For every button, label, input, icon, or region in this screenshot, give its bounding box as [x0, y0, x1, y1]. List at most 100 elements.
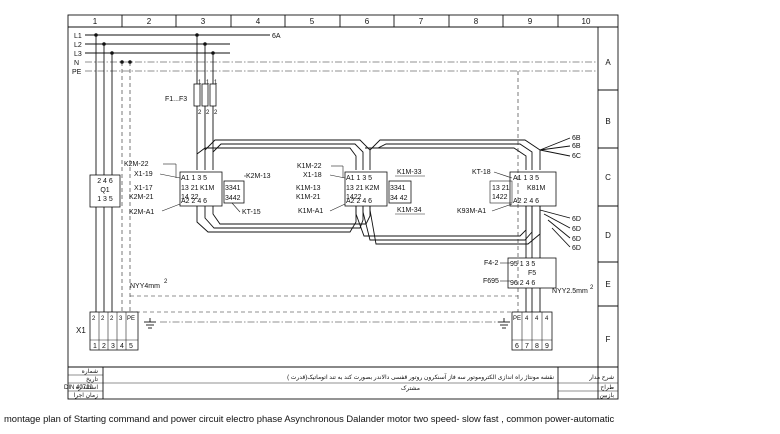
fuse-label: F1...F3 — [165, 96, 187, 103]
k81m-bottom-terminals: A2 2 4 6 — [513, 198, 539, 205]
output-wires — [122, 71, 541, 313]
row-label: F — [606, 335, 611, 344]
k2m-aux-block — [388, 180, 412, 204]
title-standard-code: DIN 40719 — [64, 385, 93, 391]
k1m-ref: K2M-13 — [246, 173, 271, 180]
earth-icon — [144, 318, 156, 329]
k1m-aux-top: 13 21 — [181, 185, 199, 192]
k81m-ref: KT-18 — [472, 169, 491, 176]
k1m-bottom-terminals: A2 2 4 6 — [181, 198, 207, 205]
terminal-number: 6 — [515, 343, 519, 350]
line-label-n: N — [74, 60, 79, 67]
f5-ref-bottom: F695 — [483, 278, 499, 285]
terminal-top: 2 — [110, 316, 114, 322]
column-label: 1 — [93, 17, 98, 26]
k1m-ref-leaders — [159, 163, 246, 213]
terminal-number: 8 — [535, 343, 539, 350]
line-label-l1: L1 — [74, 33, 82, 40]
fuse-terminal-top: 1 — [214, 80, 218, 86]
column-label: 2 — [147, 17, 152, 26]
k1m-ref: X1-19 — [134, 171, 153, 178]
motor-lead-label: 6D — [572, 236, 581, 243]
terminal-strip-right — [511, 311, 553, 351]
k2m-ref: K1M-33 — [397, 169, 422, 176]
fuse-terminal-bottom: 2 — [206, 110, 210, 116]
k2m-ref-leaders — [329, 165, 425, 215]
terminal-top: 3 — [119, 316, 123, 322]
terminal-number: 4 — [120, 343, 124, 350]
line-label-l2: L2 — [74, 42, 82, 49]
q1-top-terminals: 2 4 6 — [97, 178, 113, 185]
k1m-aux-block — [223, 180, 245, 204]
terminal-strip-name: X1 — [76, 326, 86, 335]
cable-label-right-sup: 2 — [590, 285, 594, 291]
q1-bottom-terminals: 1 3 5 — [97, 196, 113, 203]
k2m-aux-bottom: 1422 — [346, 194, 362, 201]
sheet-frame — [67, 14, 619, 400]
k1m-aux-bottom: 14 22 — [181, 194, 199, 201]
terminal-top: 2 — [92, 316, 96, 322]
k2m-name: K2M — [365, 185, 380, 192]
k81m-aux-top: 13 21 — [492, 185, 510, 192]
title-col-number: شماره — [82, 368, 98, 375]
q1-name: Q1 — [100, 187, 109, 194]
title-side-heading: شرح مدار — [588, 374, 614, 381]
terminal-top: PE — [127, 316, 135, 322]
column-labels: 1 2 3 4 5 6 7 8 9 10 — [93, 17, 591, 26]
k2m-ref: K1M-A1 — [298, 208, 323, 215]
motor-lead-label: 6C — [572, 153, 581, 160]
terminal-number: 2 — [102, 343, 106, 350]
cable-label-left-sup: 2 — [164, 279, 168, 285]
row-label: A — [605, 58, 611, 67]
terminal-strip-left — [89, 311, 139, 351]
k2m-top-terminals: A1 1 3 5 — [346, 175, 372, 182]
crossover-wiring-bottom — [196, 206, 571, 258]
k2m-ref: K1M-13 — [296, 185, 321, 192]
k2m-ref: K1M-22 — [297, 163, 322, 170]
motor-lead-label: 6D — [572, 226, 581, 233]
row-labels: A B C D E F — [605, 58, 611, 344]
column-label: 3 — [201, 17, 206, 26]
terminal-top: 4 — [525, 316, 529, 322]
column-label: 7 — [419, 17, 424, 26]
k2m-ref: K1M-34 — [397, 207, 422, 214]
k2m-aux-block-bottom: 34 42 — [390, 195, 408, 202]
terminal-number: 5 — [129, 343, 133, 350]
terminal-number: 1 — [93, 343, 97, 350]
row-dividers — [598, 89, 618, 307]
k81m-ref: K93M-A1 — [457, 208, 486, 215]
terminal-number: 7 — [525, 343, 529, 350]
terminal-top: 4 — [535, 316, 539, 322]
column-label: 4 — [256, 17, 261, 26]
k1m-contactor — [179, 171, 223, 207]
k2m-contactor — [344, 171, 388, 207]
motor-lead-label: 6D — [572, 216, 581, 223]
row-label: C — [605, 173, 611, 182]
cable-label-right: NYY2.5mm — [552, 288, 588, 295]
column-label: 6 — [365, 17, 370, 26]
k1m-ref: X1-17 — [134, 185, 153, 192]
line-label-l3: L3 — [74, 51, 82, 58]
k81m-name: K81M — [527, 185, 545, 192]
k81m-aux-bottom: 1422 — [492, 194, 508, 201]
title-side-checker: بازبین — [600, 392, 615, 399]
terminal-number: 3 — [111, 343, 115, 350]
fuse-rating-label: 6A — [272, 33, 281, 40]
column-label: 10 — [582, 17, 591, 26]
fuse-terminal-top: 1 — [198, 80, 202, 86]
row-label: B — [605, 117, 610, 126]
k81m-aux-block — [489, 180, 513, 204]
title-col-standard: استاندارد — [76, 384, 99, 391]
k2m-aux-block-top: 3341 — [390, 185, 406, 192]
column-dividers — [121, 15, 559, 27]
k1m-ref: K2M-A1 — [129, 209, 154, 216]
row-label: E — [605, 280, 610, 289]
f5-name: F5 — [528, 270, 536, 277]
title-col-change-time: زمان اجرا — [74, 392, 98, 399]
k1m-aux-block-top: 3341 — [225, 185, 241, 192]
fuse-f1-f3 — [193, 35, 217, 150]
fuse-terminal-top: 1 — [206, 80, 210, 86]
title-subline: مشترک — [401, 384, 420, 392]
feeder-wires — [95, 35, 131, 312]
